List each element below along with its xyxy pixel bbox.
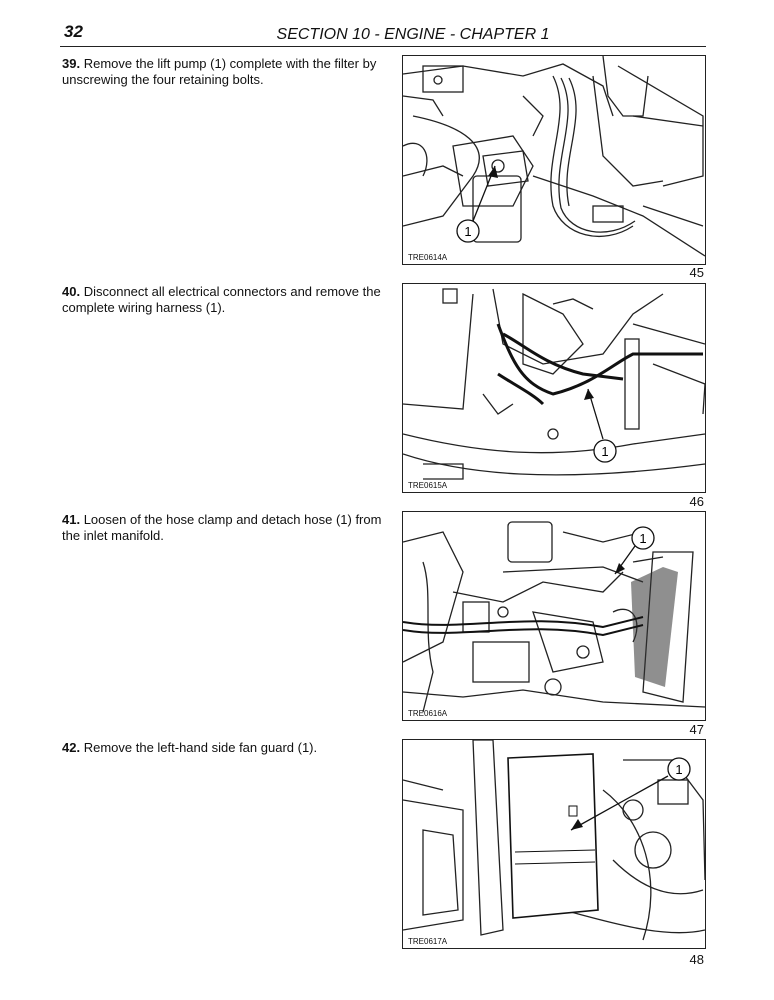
image-code: TRE0617A [408,937,448,946]
figure-lift-pump: 1 TRE0614A [402,55,706,265]
step-number: 42. [62,740,81,755]
inlet-hose-illustration: 1 [403,521,705,713]
figure-wiring-harness: 1 TRE0615A [402,283,706,493]
page-number: 32 [64,22,83,41]
figure-number: 48 [689,952,704,967]
step-number: 40. [62,284,81,299]
step-text: Remove the lift pump (1) complete with t… [62,56,377,87]
step-42: 42. Remove the left-hand side fan guard … [62,740,382,756]
wiring-harness-illustration: 1 [403,288,705,480]
callout-circle [631,526,655,550]
callout-leader [570,775,669,831]
step-39: 39. Remove the lift pump (1) complete wi… [62,56,382,88]
callout-circle [456,219,480,243]
fan-guard-panel [507,753,599,919]
step-text: Remove the left-hand side fan guard (1). [83,740,318,755]
step-40: 40. Disconnect all electrical connectors… [62,284,382,316]
figure-number: 46 [689,494,704,509]
callout-label: 1 [639,531,646,546]
page-header: 32 SECTION 10 - ENGINE - CHAPTER 1 [60,18,706,47]
fan-guard-illustration: 1 [403,740,705,941]
figure-inlet-hose: 1 TRE0616A [402,511,706,721]
step-41: 41. Loosen of the hose clamp and detach … [62,512,382,544]
step-number: 41. [62,512,81,527]
step-number: 39. [62,56,81,71]
image-code: TRE0616A [408,709,448,718]
callout-label: 1 [464,224,471,239]
figure-number: 45 [689,265,704,280]
image-code: TRE0614A [408,253,448,262]
step-text: Loosen of the hose clamp and detach hose… [62,512,382,543]
step-text: Disconnect all electrical connectors and… [62,284,381,315]
callout-circle [593,439,617,463]
callout-circle [667,757,691,781]
image-code: TRE0615A [408,481,448,490]
callout-label: 1 [601,444,608,459]
section-title: SECTION 10 - ENGINE - CHAPTER 1 [276,26,550,43]
figure-fan-guard: 1 TRE0617A [402,739,706,949]
callout-label: 1 [675,762,682,777]
figure-number: 47 [689,722,704,737]
lift-pump-illustration: 1 [403,56,705,257]
